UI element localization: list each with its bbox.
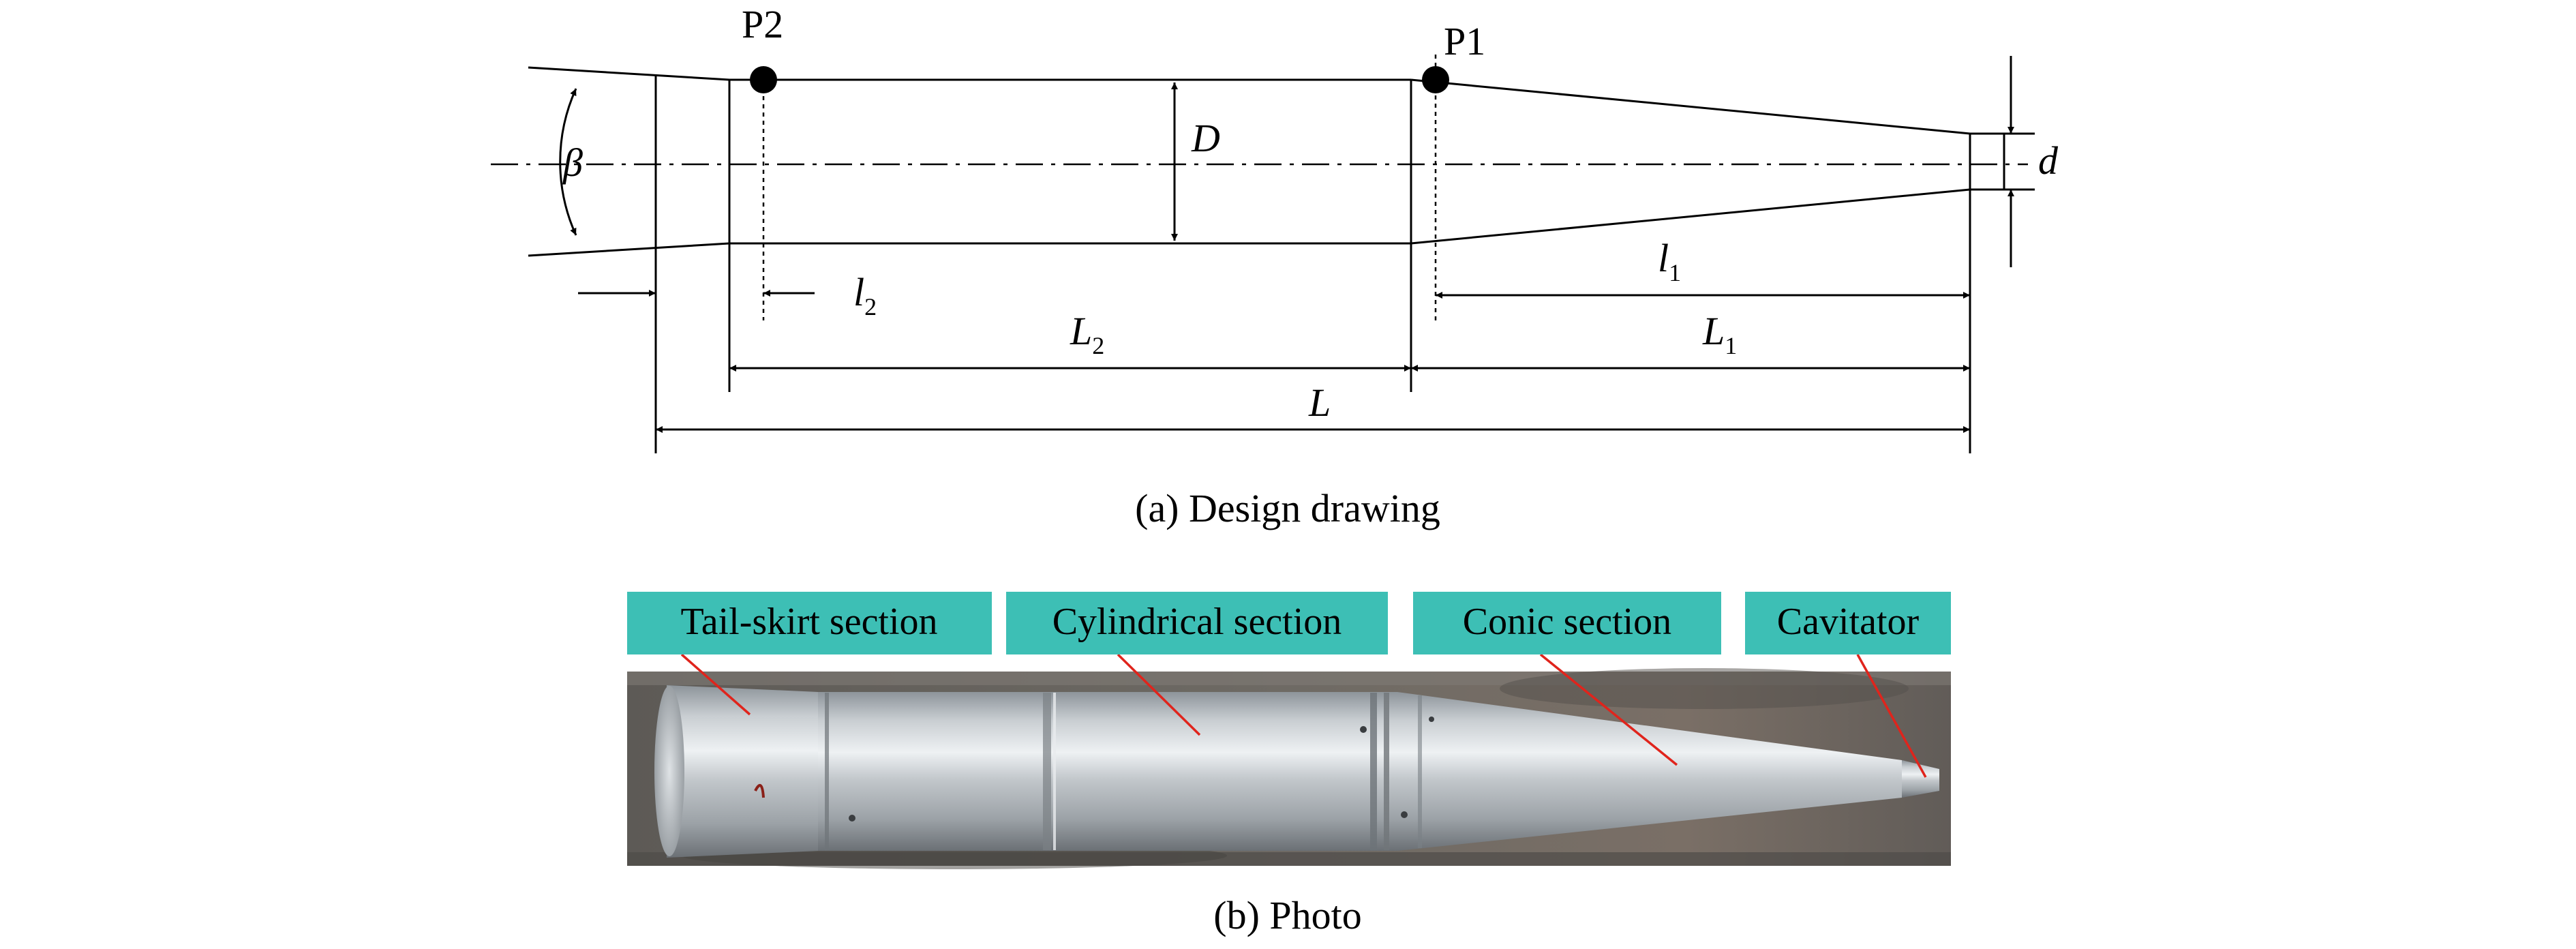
label-p2: P2 [742, 2, 783, 46]
label-L1: L1 [1702, 309, 1737, 359]
tail-skirt-body [667, 685, 818, 858]
tail-skirt-top-edge [528, 66, 730, 81]
label-box-cavitator [1745, 592, 1951, 654]
tail-end-cap [654, 686, 684, 856]
p2-marker [750, 66, 777, 93]
label-cylindrical: Cylindrical section [1052, 601, 1342, 643]
beta-arc [559, 88, 577, 236]
body-profile [528, 66, 2031, 257]
cavitator-body [1902, 760, 1939, 798]
cone-bottom-edge [1410, 188, 1971, 245]
label-conic: Conic section [1463, 601, 1671, 643]
leader-lines [680, 653, 1927, 778]
label-box-tail-skirt [627, 592, 992, 654]
label-d: d [2038, 138, 2059, 183]
leader-tail-skirt [680, 653, 751, 716]
label-beta: β [562, 140, 583, 185]
section-lines [654, 75, 2005, 453]
design-drawing [491, 55, 2035, 453]
model-body [654, 685, 1939, 858]
tail-skirt-bottom-edge [528, 242, 730, 257]
label-p1: P1 [1444, 19, 1485, 63]
label-box-conic [1413, 592, 1721, 654]
label-D: D [1191, 116, 1220, 160]
photo: Tail-skirt section Cylindrical section C… [627, 592, 1951, 869]
label-L2: L2 [1070, 309, 1104, 359]
cone-body [1397, 692, 1902, 851]
label-l2: l2 [853, 270, 877, 320]
drawing-labels: P2 P1 β D d l2 l1 L2 L1 L [562, 2, 2059, 425]
label-L: L [1308, 380, 1331, 425]
caption-design-drawing: (a) Design drawing [1135, 486, 1440, 530]
leader-cylindrical [1117, 653, 1201, 736]
d-dimension [1970, 56, 2035, 267]
p1-marker [1422, 66, 1449, 93]
cylinder-body [818, 692, 1397, 851]
photo-labels: Tail-skirt section Cylindrical section C… [627, 592, 1951, 654]
label-tail-skirt: Tail-skirt section [680, 601, 937, 643]
label-cavitator: Cavitator [1777, 601, 1920, 643]
cone-top-edge [1410, 78, 1971, 135]
leader-cavitator [1856, 654, 1927, 778]
leader-conic [1539, 653, 1678, 766]
caption-photo: (b) Photo [1213, 893, 1362, 937]
label-l1: l1 [1658, 236, 1681, 286]
label-box-cylindrical [1006, 592, 1388, 654]
